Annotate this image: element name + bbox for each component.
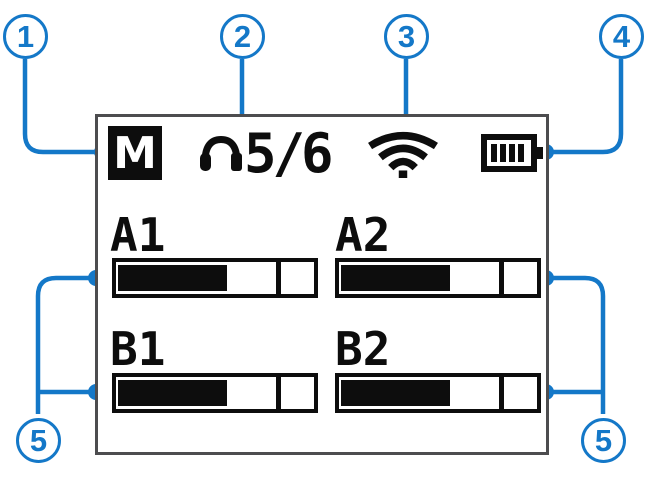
callout-2: 2 xyxy=(220,14,265,59)
meter-fill xyxy=(341,380,450,406)
level-meter-a2 xyxy=(335,258,541,298)
callout-5-right: 5 xyxy=(581,418,626,463)
channel-label-b1: B1 xyxy=(110,322,166,376)
battery-level-icon xyxy=(481,134,543,172)
memory-mode-badge: M xyxy=(108,126,162,180)
device-display-screen: M 5/6 A1 A2 B1 B2 xyxy=(95,114,549,455)
level-meter-a1 xyxy=(112,258,318,298)
level-meter-b2 xyxy=(335,373,541,413)
callout-3: 3 xyxy=(384,14,429,59)
channel-label-a2: A2 xyxy=(335,208,391,262)
meter-peak-divider xyxy=(499,377,505,409)
meter-peak-divider xyxy=(499,262,505,294)
meter-fill xyxy=(341,265,450,291)
channel-label-a1: A1 xyxy=(110,208,166,262)
connector-5-right xyxy=(550,275,606,414)
meter-fill xyxy=(118,265,227,291)
connector-1 xyxy=(22,59,98,155)
callout-4: 4 xyxy=(599,14,644,59)
callout-1: 1 xyxy=(3,14,48,59)
channel-label-b2: B2 xyxy=(335,322,391,376)
level-meter-b1 xyxy=(112,373,318,413)
headphone-track-counter: 5/6 xyxy=(244,122,334,185)
connector-5-left xyxy=(35,275,92,414)
callout-5-left: 5 xyxy=(16,418,61,463)
headphones-icon xyxy=(200,136,242,171)
connector-4 xyxy=(550,59,624,155)
wifi-signal-icon xyxy=(368,132,438,178)
meter-peak-divider xyxy=(276,377,282,409)
meter-fill xyxy=(118,380,227,406)
meter-peak-divider xyxy=(276,262,282,294)
